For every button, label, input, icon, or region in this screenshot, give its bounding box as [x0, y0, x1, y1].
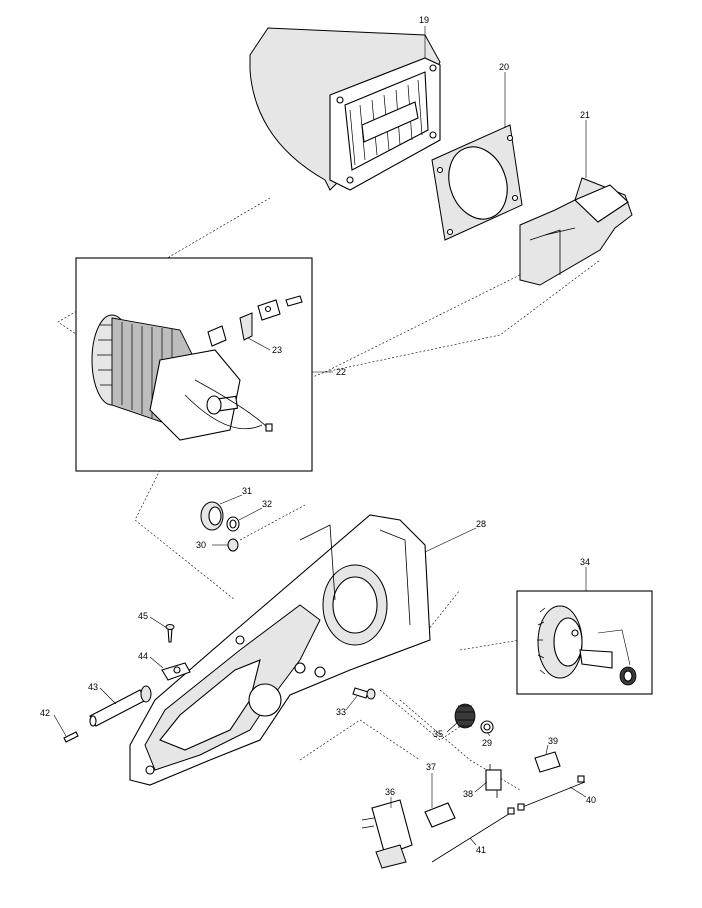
label-23: 23	[272, 345, 282, 355]
part-39-terminal	[534, 751, 561, 773]
part-23-carbon-brushes	[207, 295, 303, 347]
label-20: 20	[499, 62, 509, 72]
part-22-armature-box	[75, 257, 313, 472]
part-21-baffle	[519, 177, 633, 286]
part-19-motor-housing	[249, 27, 441, 191]
part-42-pin	[63, 731, 79, 743]
label-22: 22	[336, 367, 346, 377]
part-45-screw	[165, 624, 175, 643]
label-45: 45	[138, 611, 148, 621]
label-41: 41	[476, 845, 486, 855]
label-36: 36	[385, 787, 395, 797]
part-40-lead-wire	[517, 775, 586, 811]
part-34-spring	[619, 666, 637, 686]
part-33-screw	[352, 687, 376, 700]
part-30-bushing	[227, 538, 239, 552]
part-32-washer	[226, 516, 240, 532]
part-20-gasket-plate	[431, 124, 523, 241]
part-37-capacitor	[424, 802, 456, 828]
label-19: 19	[419, 15, 429, 25]
leader-lines	[53, 26, 587, 846]
part-29-ring	[480, 720, 494, 734]
label-37: 37	[426, 762, 436, 772]
label-35: 35	[433, 729, 443, 739]
part-31-bearing-cup	[200, 501, 224, 531]
label-34: 34	[580, 557, 590, 567]
label-32: 32	[262, 499, 272, 509]
label-44: 44	[138, 651, 148, 661]
part-43-handle-pin	[89, 685, 152, 727]
part-36-switch	[361, 799, 413, 869]
part-44-clamp	[161, 662, 191, 681]
part-34-gear-box	[516, 590, 653, 695]
label-38: 38	[463, 789, 473, 799]
label-42: 42	[40, 708, 50, 718]
label-31: 31	[242, 486, 252, 496]
label-40: 40	[586, 795, 596, 805]
part-41-lead-wire	[431, 807, 515, 863]
label-33: 33	[336, 707, 346, 717]
label-43: 43	[88, 682, 98, 692]
label-21: 21	[580, 110, 590, 120]
part-labels: 19 20 21 22 23 28 29 30 31 32 33 34 35 3…	[40, 15, 596, 855]
part-38-noise-suppressor	[485, 764, 502, 798]
part-28-main-housing	[129, 514, 431, 786]
label-30: 30	[196, 540, 206, 550]
label-39: 39	[548, 736, 558, 746]
label-28: 28	[476, 519, 486, 529]
label-29: 29	[482, 738, 492, 748]
part-35-small-gear	[454, 703, 476, 729]
